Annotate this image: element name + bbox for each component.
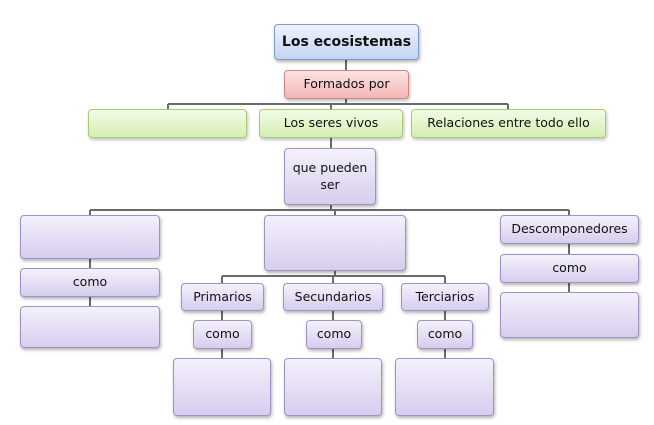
node-descomponedores: Descomponedores [500,215,639,244]
node-primarios-como: como [193,320,252,349]
node-secundarios-como: como [306,320,362,349]
node-formados-por: Formados por [284,70,409,99]
node-primarios-blank [173,358,271,416]
node-primarios: Primarios [181,283,264,311]
node-green-blank [88,109,247,138]
node-descomponedores-blank [500,292,639,338]
node-secundarios-blank [284,358,382,416]
node-center-blank [264,215,406,271]
node-left-blank-top [20,215,160,259]
node-terciarios: Terciarios [401,283,489,311]
node-que-pueden-ser: que pueden ser [284,148,376,205]
node-descomponedores-como: como [500,254,639,283]
node-relaciones: Relaciones entre todo ello [411,109,606,138]
node-terciarios-como: como [417,320,473,349]
node-secundarios: Secundarios [283,283,383,311]
node-terciarios-blank [395,358,494,416]
node-left-blank-bottom [20,306,160,348]
node-left-como: como [20,268,160,297]
node-title: Los ecosistemas [274,24,419,60]
node-seres-vivos: Los seres vivos [259,109,403,138]
